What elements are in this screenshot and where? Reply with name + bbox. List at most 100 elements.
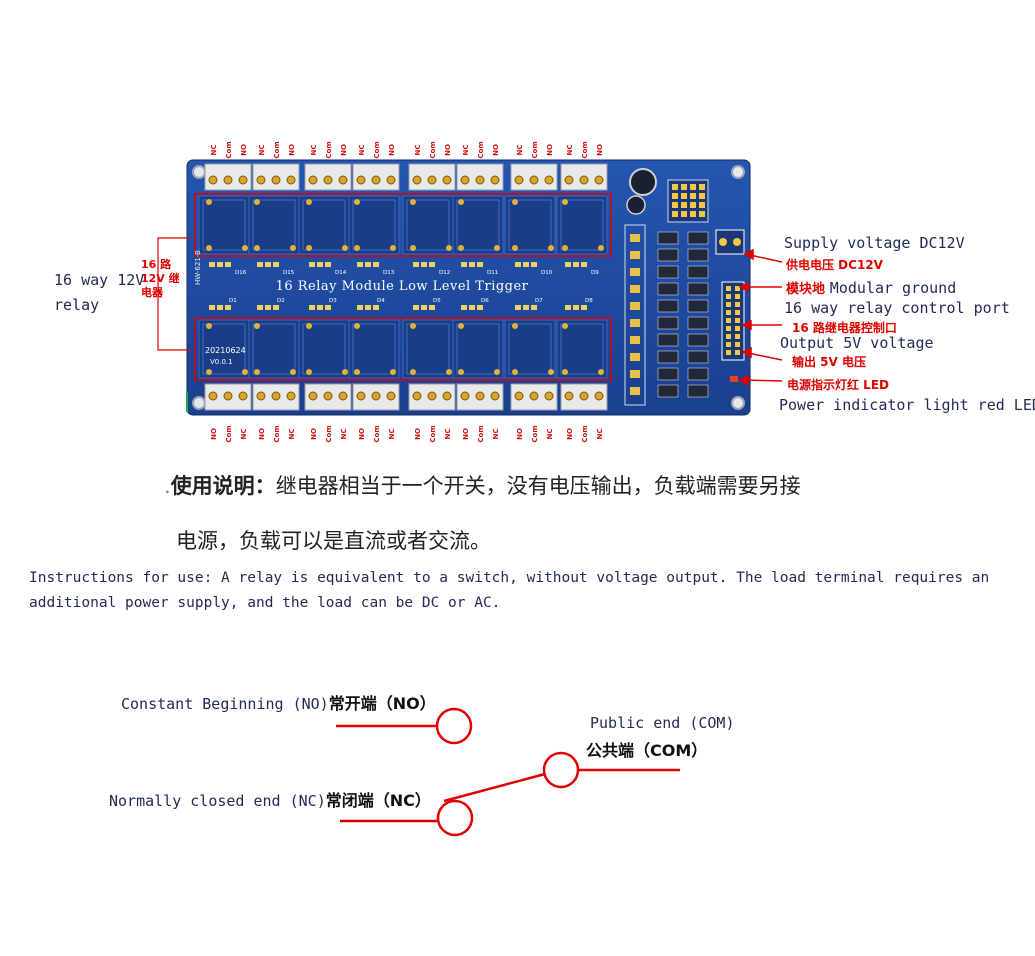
relay-pin <box>410 199 416 205</box>
terminal-screw <box>256 175 266 185</box>
pad <box>681 211 687 217</box>
smd-pad <box>273 262 279 267</box>
top-pin-label: NC <box>566 145 574 156</box>
smd-pad <box>413 305 419 310</box>
header-pin <box>726 334 731 339</box>
ic-chip <box>657 282 679 296</box>
smd-pad <box>421 305 427 310</box>
pad <box>690 193 696 199</box>
terminal-screw <box>594 391 604 401</box>
relay-pin <box>306 323 312 329</box>
board-version: V0.0.1 <box>210 358 233 366</box>
terminal-screw <box>442 175 452 185</box>
relay-highlight-top <box>194 193 612 257</box>
relay <box>556 195 608 255</box>
relay-outline <box>560 323 604 375</box>
header-pin <box>726 302 731 307</box>
relay-pin <box>254 199 260 205</box>
smd-pad <box>225 305 231 310</box>
terminal-screw <box>579 175 589 185</box>
bottom-pin-label: NO <box>258 428 266 440</box>
ic-chip <box>657 384 679 398</box>
smd-pad <box>477 262 483 267</box>
pad <box>681 184 687 190</box>
relay-pin <box>354 323 360 329</box>
no-terminal <box>435 707 473 745</box>
led-label-bottom: D8 <box>585 298 593 304</box>
pad <box>690 202 696 208</box>
smd-pad <box>317 262 323 267</box>
instructions-cn-label: 使用说明： <box>170 473 276 498</box>
smd-pad <box>265 305 271 310</box>
ic-chip <box>687 248 709 262</box>
terminal-screw <box>460 175 470 185</box>
header-pin <box>735 350 740 355</box>
terminal-screw <box>386 175 396 185</box>
bottom-pin-label: NO <box>566 428 574 440</box>
relay-pin <box>512 323 518 329</box>
led-label-bottom: D3 <box>329 298 337 304</box>
smd-pad <box>325 305 331 310</box>
modular-ground-label: 模块地 Modular ground <box>786 278 956 297</box>
relay-pin <box>410 245 416 251</box>
bottom-pin-label: Com <box>581 425 589 442</box>
relay-pin <box>562 199 568 205</box>
terminal-screw <box>338 175 348 185</box>
relay-pin <box>354 245 360 251</box>
power-led-cn: 电源指示灯红 LED <box>787 378 889 392</box>
relay-pin <box>242 245 248 251</box>
top-pin-label: NC <box>258 145 266 156</box>
smd-pad <box>461 305 467 310</box>
relay <box>504 319 556 379</box>
relay-pin <box>458 369 464 375</box>
com-terminal <box>542 751 580 789</box>
top-pin-label: NO <box>240 144 248 156</box>
ic-chip <box>657 350 679 364</box>
bottom-pin-label: NC <box>388 429 396 440</box>
top-pin-label: NO <box>288 144 296 156</box>
left-cn-line3: 电器 <box>141 286 163 299</box>
terminal-screw <box>286 391 296 401</box>
smd-pad <box>573 305 579 310</box>
board-silkscreen-title: 16 Relay Module Low Level Trigger <box>276 279 529 294</box>
smd-pad <box>413 262 419 267</box>
header-pin <box>726 286 731 291</box>
relay-outline <box>302 199 346 251</box>
control-port-en: 16 way relay control port <box>784 299 1010 317</box>
header-pin <box>735 286 740 291</box>
switch-arm <box>443 772 546 803</box>
smd-pad <box>469 262 475 267</box>
smd-pad <box>373 262 379 267</box>
relay-pin <box>562 369 568 375</box>
board-date-code: 20210624 <box>205 346 246 355</box>
relay-array <box>198 195 608 379</box>
relay <box>556 319 608 379</box>
terminal-screw <box>238 175 248 185</box>
instructions-en-line1: Instructions for use: A relay is equival… <box>29 570 990 586</box>
terminal-screw <box>208 175 218 185</box>
relay-pin <box>512 369 518 375</box>
top-pin-label: NO <box>492 144 500 156</box>
top-pin-label: Com <box>531 141 539 158</box>
bottom-pin-label: NC <box>240 429 248 440</box>
terminal-screw <box>442 391 452 401</box>
relay-pin <box>254 323 260 329</box>
smd-pad <box>461 262 467 267</box>
led-label-top: D9 <box>591 270 599 276</box>
relay-pin <box>242 369 248 375</box>
relay <box>298 319 350 379</box>
bottom-terminal-blocks <box>204 383 608 411</box>
relay <box>298 195 350 255</box>
relay <box>348 195 400 255</box>
terminal-screw <box>256 391 266 401</box>
led-label-top: D11 <box>487 270 498 276</box>
relay-outline <box>560 199 604 251</box>
terminal-screw <box>271 391 281 401</box>
bottom-pin-label: Com <box>225 425 233 442</box>
relay-pin <box>494 245 500 251</box>
smd-pad <box>523 305 529 310</box>
modular-ground-cn: 模块地 <box>786 282 826 297</box>
relay-pin <box>254 369 260 375</box>
